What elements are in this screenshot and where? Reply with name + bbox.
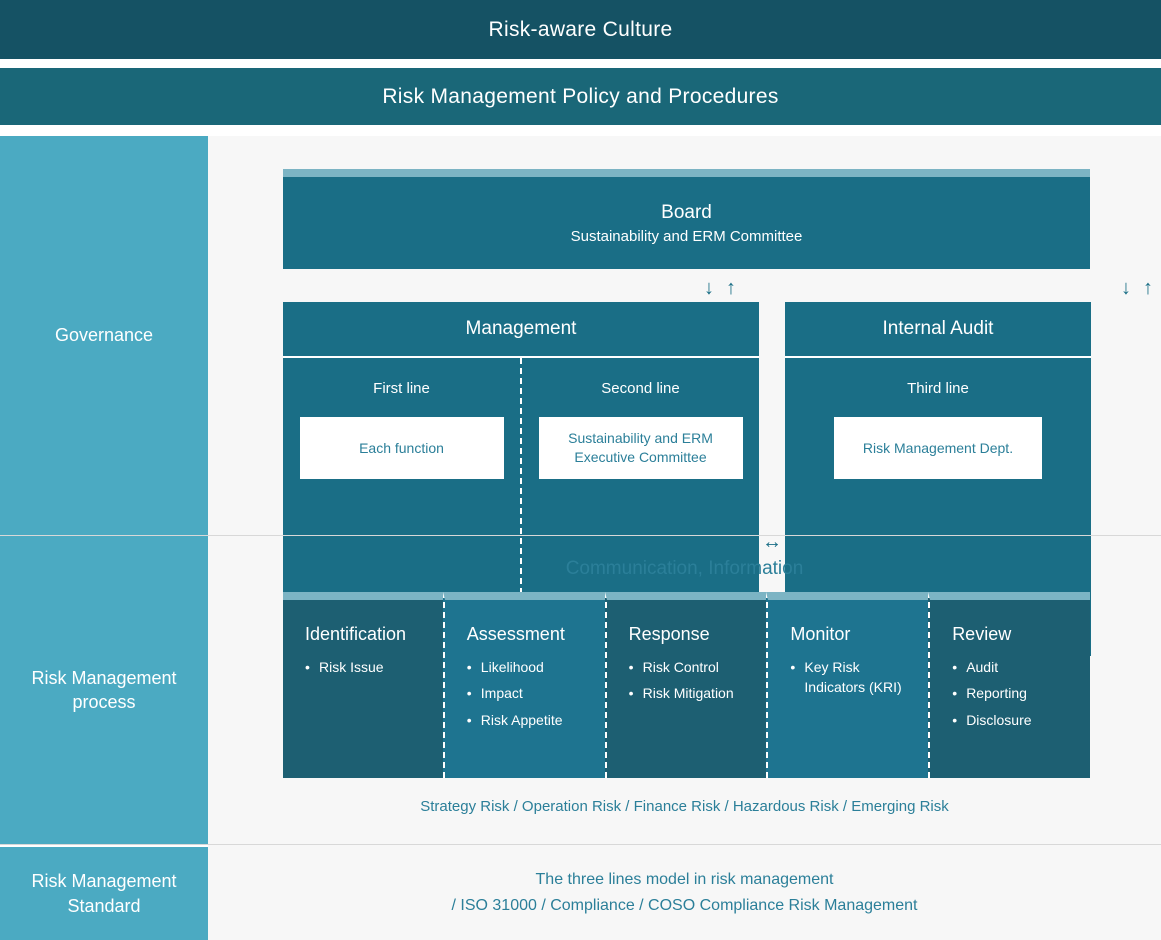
process-item-list: Risk Issue [305,657,427,678]
row-label-governance: Governance [0,136,208,535]
third-line-box: Risk Management Dept. [834,417,1042,479]
process-content: Communication, Information Identificatio… [208,536,1161,844]
board-management-arrows: ↓ ↑ [704,278,736,298]
framework-grid: Governance Board Sustainability and ERM … [0,136,1161,940]
third-line-column: Third line Risk Management Dept. [785,358,1091,654]
process-item: Risk Mitigation [629,683,751,704]
process-item: Risk Control [629,657,751,678]
process-item-list: AuditReportingDisclosure [952,657,1074,730]
process-item-list: LikelihoodImpactRisk Appetite [467,657,589,730]
third-line-label: Third line [907,380,969,397]
row-label-risk-management-standard: Risk Management Standard [0,845,208,940]
process-item: Impact [467,683,589,704]
board-box: Board Sustainability and ERM Committee [283,169,1090,269]
arrow-up-icon: ↑ [1143,277,1153,299]
board-audit-arrows: ↓ ↑ [1121,278,1153,298]
first-line-column: First line Each function [283,358,520,654]
process-column-title: Review [952,624,1012,644]
governance-content: Board Sustainability and ERM Committee ↓… [208,136,1161,656]
process-column-assessment: AssessmentLikelihoodImpactRisk Appetite [442,592,605,778]
process-item: Key Risk Indicators (KRI) [790,657,912,698]
management-audit-bidirectional-arrow-icon: ↔ [762,531,782,553]
standard-line-1: The three lines model in risk management [535,870,834,888]
arrow-down-icon: ↓ [1121,277,1131,299]
process-column-title: Identification [305,624,407,644]
arrow-up-icon: ↑ [726,277,736,299]
process-item: Likelihood [467,657,589,678]
process-columns: IdentificationRisk IssueAssessmentLikeli… [283,592,1090,778]
process-column-title: Monitor [790,624,851,644]
process-column-review: ReviewAuditReportingDisclosure [928,592,1090,778]
process-item: Risk Appetite [467,710,589,731]
row-divider [0,535,1161,536]
process-item: Disclosure [952,710,1074,731]
process-column-title: Assessment [466,624,565,644]
board-subtitle: Sustainability and ERM Committee [570,227,803,245]
standard-line-2: / ISO 31000 / Compliance / COSO Complian… [451,896,918,914]
row-label-risk-management-process: Risk Management process [0,536,208,844]
first-line-box: Each function [299,417,504,479]
process-item-list: Key Risk Indicators (KRI) [790,657,912,698]
risk-aware-culture-label: Risk-aware Culture [488,17,673,41]
standard-text: The three lines model in risk management… [208,845,1161,940]
second-line-box: Sustainability and ERM Executive Committ… [538,417,743,479]
process-item: Audit [952,657,1074,678]
process-item-list: Risk ControlRisk Mitigation [629,657,751,704]
second-line-label: Second line [601,380,680,397]
risk-management-process-row: Risk Management process Communication, I… [0,536,1161,844]
arrow-down-icon: ↓ [704,277,714,299]
process-column-title: Response [628,624,710,644]
second-line-column: Second line Sustainability and ERM Execu… [520,358,759,654]
communication-information-title: Communication, Information [565,558,804,579]
management-title: Management [283,302,759,358]
process-column-monitor: MonitorKey Risk Indicators (KRI) [766,592,929,778]
governance-row: Governance Board Sustainability and ERM … [0,136,1161,656]
management-lines: First line Each function Second line Sus… [283,358,759,654]
process-item: Risk Issue [305,657,427,678]
board-title: Board [661,201,712,223]
standard-content: The three lines model in risk management… [208,845,1161,940]
risk-management-policy-label: Risk Management Policy and Procedures [382,84,779,108]
internal-audit-title: Internal Audit [785,302,1091,358]
risk-management-policy-band: Risk Management Policy and Procedures [0,68,1161,125]
risk-aware-culture-band: Risk-aware Culture [0,0,1161,59]
risk-management-standard-row: Risk Management Standard The three lines… [0,845,1161,940]
risk-types-label: Strategy Risk / Operation Risk / Finance… [420,798,949,815]
row-divider [0,844,1161,845]
first-line-label: First line [373,380,430,397]
process-column-response: ResponseRisk ControlRisk Mitigation [604,592,767,778]
process-item: Reporting [952,683,1074,704]
internal-audit-lines: Third line Risk Management Dept. [785,358,1091,654]
process-column-identification: IdentificationRisk Issue [283,592,443,778]
